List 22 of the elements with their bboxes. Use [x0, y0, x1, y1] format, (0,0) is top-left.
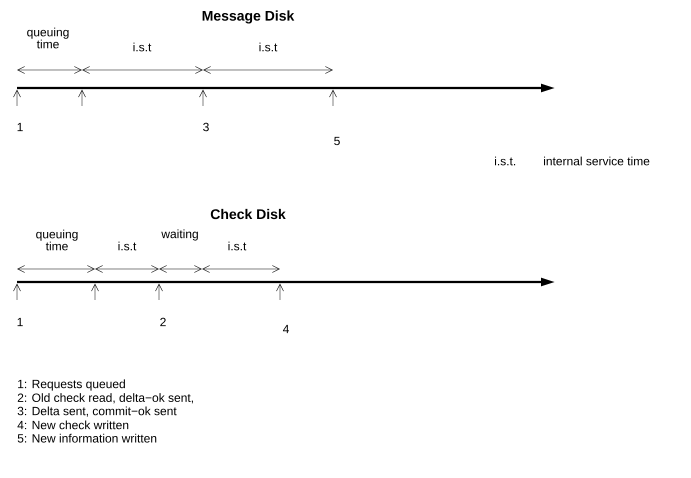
event-number: 2 — [160, 318, 166, 326]
event-number: 4 — [282, 324, 289, 334]
note-text: 1: Requests queued — [18, 379, 125, 391]
axis-title: Message Disk — [202, 10, 294, 24]
abbreviation-meaning: internal service time — [544, 156, 650, 166]
abbreviation: i.s.t. — [495, 156, 516, 166]
axis-title: Check Disk — [210, 208, 286, 220]
note-text: 2: Old check read, delta−ok sent, — [18, 393, 193, 404]
event-number: 5 — [334, 136, 340, 146]
interval-label: i.s.t — [259, 42, 278, 52]
note-text: 4: New check written — [18, 420, 128, 430]
interval-label: queuing time — [36, 230, 78, 250]
interval-label: waiting — [161, 229, 198, 241]
event-number: 1 — [18, 122, 23, 132]
event-number: 3 — [203, 122, 209, 132]
interval-label: i.s.t — [118, 242, 136, 250]
interval-label: i.s.t — [133, 42, 152, 52]
note-text: 3: Delta sent, commit−ok sent — [18, 406, 177, 417]
note-text: 5: New information written — [18, 434, 156, 443]
interval-label: queuing time — [27, 28, 69, 48]
event-number: 1 — [18, 318, 23, 326]
interval-label: i.s.t — [228, 242, 246, 250]
